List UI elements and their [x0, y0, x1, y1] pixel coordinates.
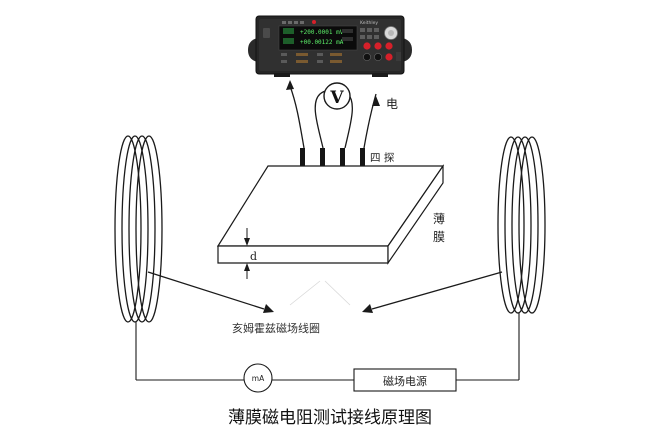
coil-circuit — [135, 313, 520, 381]
thickness-label: d — [250, 250, 257, 263]
probe-label: 四 探 — [370, 151, 395, 164]
right-helmholtz-coil — [497, 136, 546, 314]
left-current-lead — [289, 85, 305, 149]
right-coil-arrow-icon — [362, 304, 373, 313]
coil-label: 亥姆霍兹磁场线圈 — [232, 321, 320, 335]
voltmeter-label: V — [329, 88, 344, 108]
coil-pointer-arrows — [147, 271, 503, 313]
source-meter: Keithley +200.0001 mV +00.00122 mA — [248, 15, 412, 77]
current-reading: +00.00122 mA — [300, 39, 344, 46]
right-lead-arrow-icon — [372, 96, 380, 106]
ammeter-label: mA — [252, 374, 265, 383]
film-top-face — [216, 165, 445, 247]
brand-label: Keithley — [360, 20, 378, 26]
voltmeter-circle — [323, 82, 351, 110]
left-helmholtz-coil — [114, 135, 163, 323]
current-leads — [289, 85, 377, 149]
film-side-face — [387, 164, 444, 265]
film-label-2: 膜 — [433, 230, 445, 244]
voltage-reading: +200.0001 mV — [300, 29, 344, 36]
film-front-face — [217, 245, 389, 264]
left-lead-arrow-icon — [286, 80, 294, 90]
meter-foot-right — [372, 73, 388, 77]
film-label-1: 薄 — [433, 211, 445, 226]
terminal-red-1 — [363, 42, 371, 50]
left-coil-arrow-icon — [263, 304, 274, 313]
power-source-box — [353, 368, 457, 392]
terminal-red-3 — [385, 42, 393, 50]
diagram-caption: 薄膜磁电阻测试接线原理图 — [228, 408, 432, 428]
power-button — [263, 28, 270, 38]
terminal-red-2 — [374, 42, 382, 50]
right-current-lead — [363, 93, 377, 149]
power-source-label: 磁场电源 — [383, 374, 427, 388]
lead-label: 电 — [386, 97, 398, 111]
thin-film — [216, 164, 445, 265]
ammeter-circle — [243, 363, 273, 393]
meter-foot-left — [274, 73, 290, 77]
field-hint-lines — [289, 280, 351, 306]
thickness-indicator — [244, 228, 250, 279]
